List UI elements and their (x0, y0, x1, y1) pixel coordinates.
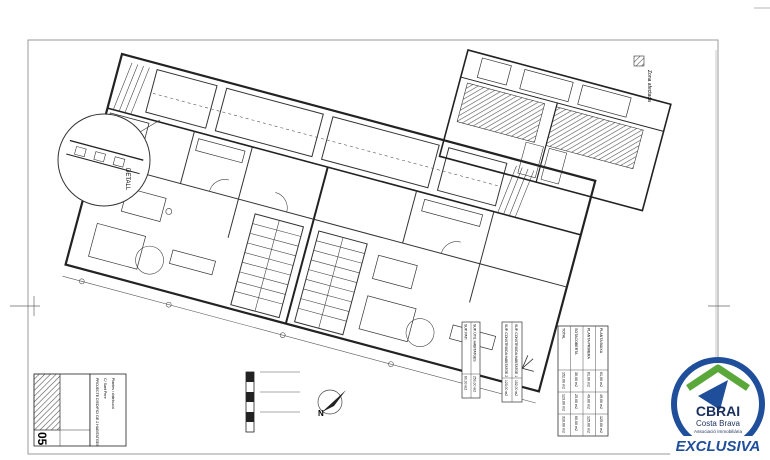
title-block: 05 PROJECTE D'EDIFICI DE 2 HABITATGES C/… (33, 373, 127, 447)
area-row-3-col-3: 310,00 m2 (562, 416, 566, 433)
logo-line1: Costa Brava (696, 419, 741, 428)
area-row-2-col-1: 30,00 m2 (574, 372, 578, 387)
title-line-1: C/ Sant Pere (103, 378, 107, 399)
summary-row-0-label: SUP. CONSTRUIDA HABITATGE 1 (514, 324, 518, 377)
area-row-2-col-3: 60,00 m2 (574, 416, 578, 431)
sheet-frame (27, 39, 719, 455)
logo-brand: CBRAI (696, 403, 740, 419)
area-row-3-col-0: TOTAL (562, 328, 566, 339)
extra-row-0-value: 250,00 m2 (473, 376, 477, 392)
badge-backdrop (670, 436, 766, 456)
roof-icon (686, 364, 750, 391)
area-row-1-col-3: 125,00 m2 (587, 416, 591, 433)
title-line-0: PROJECTE D'EDIFICI DE 2 HABITATGES (95, 378, 99, 447)
extra-table: SUP. ÚTIL HABITATGES 250,00 m2 SUP. PATI… (461, 321, 481, 399)
area-row-0-col-2: 49,00 m2 (599, 394, 603, 409)
extra-row-1-value: 60,00 m2 (464, 376, 468, 390)
extra-row-1-label: SUP. PATI (464, 324, 468, 340)
area-row-0-col-0: PLANTA BAIXA (599, 328, 603, 354)
logo-line2: Associació Immobiliària (694, 429, 742, 434)
agency-logo: CBRAI Costa Brava Associació Immobiliàri… (670, 357, 766, 456)
legend-label: Zona afectada (646, 70, 652, 102)
north-arrow-icon: N (317, 389, 346, 418)
area-row-1-col-1: 61,00 m2 (587, 372, 591, 387)
summary-row-1-label: SUP. CONSTRUIDA HABITATGE 2 (504, 324, 508, 377)
summary-row-0-value: 152,00 m2 (514, 380, 518, 396)
detail-label: DETALL (124, 168, 130, 191)
legend-swatch (633, 55, 645, 67)
exclusive-badge: EXCLUSIVA (676, 438, 761, 455)
legend: Zona afectada (633, 55, 652, 102)
area-row-2-col-2: 25,00 m2 (574, 394, 578, 409)
wing-icon (698, 380, 728, 410)
area-row-3-col-1: 152,00 m2 (562, 372, 566, 389)
title-line-2: Plantes i distribució (111, 378, 115, 409)
sheet-number: 05 (35, 432, 49, 446)
area-row-3-col-2: 123,00 m2 (562, 394, 566, 411)
area-row-0-col-1: 61,00 m2 (599, 372, 603, 387)
north-label: N (318, 409, 324, 418)
summary-table: SUP. CONSTRUIDA HABITATGE 1 152,00 m2 SU… (501, 321, 523, 403)
scale-bar (245, 371, 300, 433)
area-row-2-col-0: SOTACOBERTA (574, 328, 578, 355)
area-row-0-col-3: 125,00 m2 (599, 416, 603, 433)
area-row-1-col-0: PLANTA PRIMERA (587, 328, 591, 359)
secondary-floor-plan (438, 49, 672, 212)
extra-row-0-label: SUP. ÚTIL HABITATGES (473, 324, 478, 362)
area-table: PLANTA BAIXA 61,00 m2 49,00 m2 125,00 m2… (557, 325, 609, 437)
detail-callout: DETALL (57, 113, 161, 207)
summary-row-1-value: 123,00 m2 (504, 380, 508, 396)
area-row-1-col-2: 49,00 m2 (587, 394, 591, 409)
